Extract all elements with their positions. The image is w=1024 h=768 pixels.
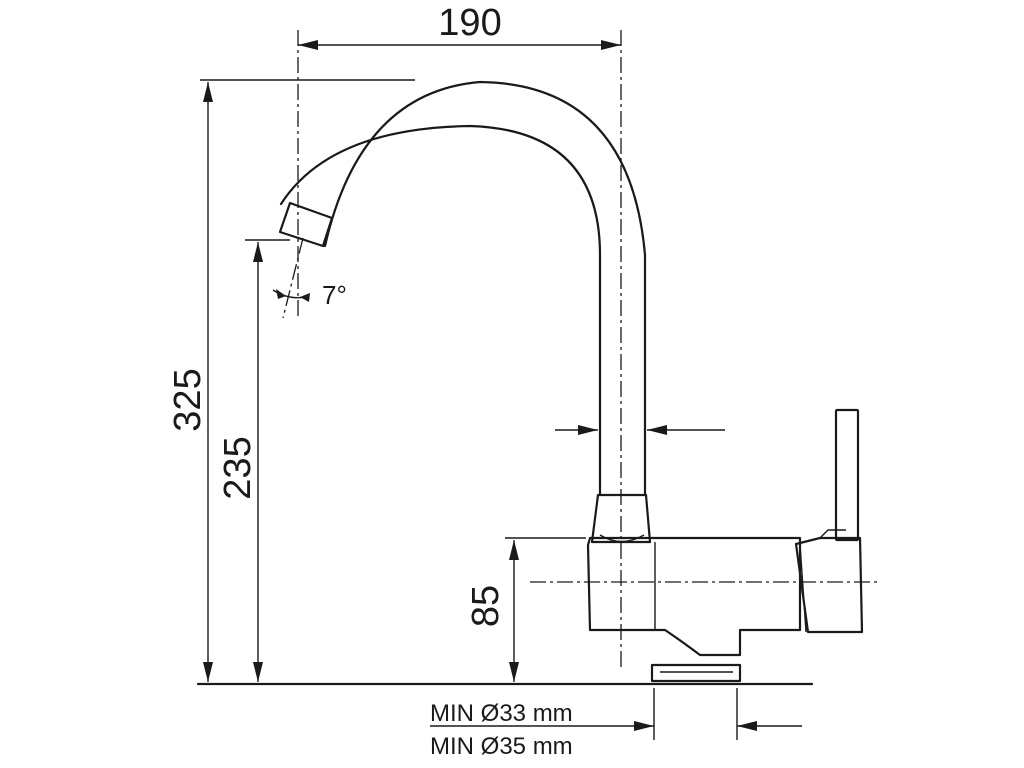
dimension-spout-diameter [555,425,725,435]
base-flange [650,663,742,683]
total-height-label: 325 [167,368,209,431]
dimension-mounting-hole: MIN Ø33 mm MIN Ø35 mm [430,700,802,760]
spout-outer-contour [323,80,647,497]
dimension-body-height: 85 [465,540,519,682]
aerator-angle-axis [282,237,304,319]
dimension-spout-height: 235 [217,242,263,682]
lever-handle [834,408,860,542]
faucet-body [586,536,802,657]
spout-reach-label: 190 [438,2,501,44]
body-height-label: 85 [465,585,507,627]
mounting-hole-min-33-label: MIN Ø33 mm [430,700,573,727]
dimension-spout-angle: 7° [272,280,347,310]
spout-inner-contour [279,124,602,497]
spout-aerator [278,201,334,248]
spout-collar [590,493,652,544]
lever-housing [794,536,864,634]
dimension-spout-reach: 190 [298,2,621,50]
spout-height-label: 235 [217,436,259,499]
dimension-total-height: 325 [167,82,213,682]
spout-angle-label: 7° [322,280,347,310]
mounting-hole-min-35-label: MIN Ø35 mm [430,733,573,760]
faucet-outline [278,80,864,683]
